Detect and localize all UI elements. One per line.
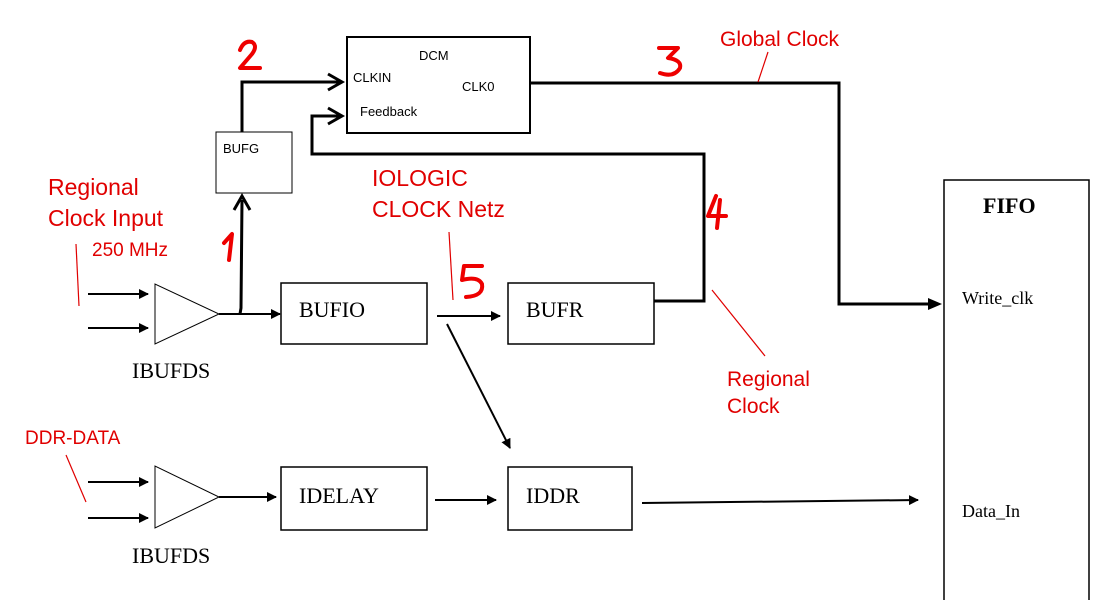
dcm-clkin-arrowhead [327, 72, 346, 92]
iologic-clock-pointer [448, 231, 454, 301]
fifo-data-in-port: Data_In [962, 501, 1020, 521]
bufr-label: BUFR [526, 297, 584, 322]
dcm-block: DCM CLKIN CLK0 Feedback [346, 36, 531, 134]
dcm-clk0-port: CLK0 [462, 79, 495, 94]
marker-2 [238, 39, 262, 70]
global-clock-label: Global Clock [720, 28, 840, 51]
fifo-title: FIFO [983, 193, 1036, 218]
iologic-clock-label-1: IOLOGIC [372, 165, 468, 191]
regional-clock-input-label-2: Clock Input [48, 205, 164, 231]
iddr-block: IDDR [507, 466, 633, 531]
bufg-input-arrowhead [232, 192, 252, 211]
frequency-label: 250 MHz [92, 240, 168, 261]
bufio-to-iddr-wire [446, 323, 511, 449]
ibufds-data-buffer: IBUFDS [132, 465, 221, 568]
iddr-label: IDDR [526, 483, 580, 508]
bufg-to-dcm-wire [240, 80, 340, 132]
feedback-wire [310, 114, 706, 303]
dcm-feedback-port: Feedback [360, 104, 418, 119]
bufio-block: BUFIO [280, 282, 428, 345]
iologic-clock-label-2: CLOCK Netz [372, 196, 505, 222]
global-clock-pointer [757, 51, 769, 83]
ddr-data-label: DDR-DATA [25, 428, 121, 449]
bufg-label: BUFG [223, 141, 259, 156]
write-clk-arrowhead [928, 298, 942, 310]
bufg-block: BUFG [215, 131, 293, 194]
regional-clock-label-2: Clock [727, 395, 780, 418]
iddr-to-fifo-wire [641, 495, 919, 506]
marker-4 [706, 194, 728, 230]
ibufds-clock-label: IBUFDS [132, 358, 210, 383]
marker-1 [222, 232, 234, 262]
ibufds-clock-buffer: IBUFDS [132, 283, 221, 383]
ibufds-data-label: IBUFDS [132, 543, 210, 568]
ddr-data-pointer [65, 454, 87, 503]
dcm-title: DCM [419, 48, 449, 63]
marker-5 [460, 264, 485, 299]
dcm-clkin-port: CLKIN [353, 70, 391, 85]
idelay-block: IDELAY [280, 466, 428, 531]
idelay-label: IDELAY [299, 483, 379, 508]
bufio-label: BUFIO [299, 297, 365, 322]
global-clock-wire [530, 81, 930, 306]
fifo-block: FIFO Write_clk Data_In [943, 179, 1090, 600]
dcm-feedback-arrowhead [327, 106, 346, 126]
bufr-block: BUFR [507, 282, 655, 345]
regional-clock-label-1: Regional [727, 368, 810, 391]
regional-clock-pointer [711, 289, 766, 357]
ibufds-to-bufg-wire [238, 199, 244, 315]
marker-3 [657, 46, 683, 77]
regional-clock-input-label-1: Regional [48, 174, 139, 200]
fifo-write-clk-port: Write_clk [962, 288, 1033, 308]
regional-clock-input-pointer [75, 243, 80, 307]
